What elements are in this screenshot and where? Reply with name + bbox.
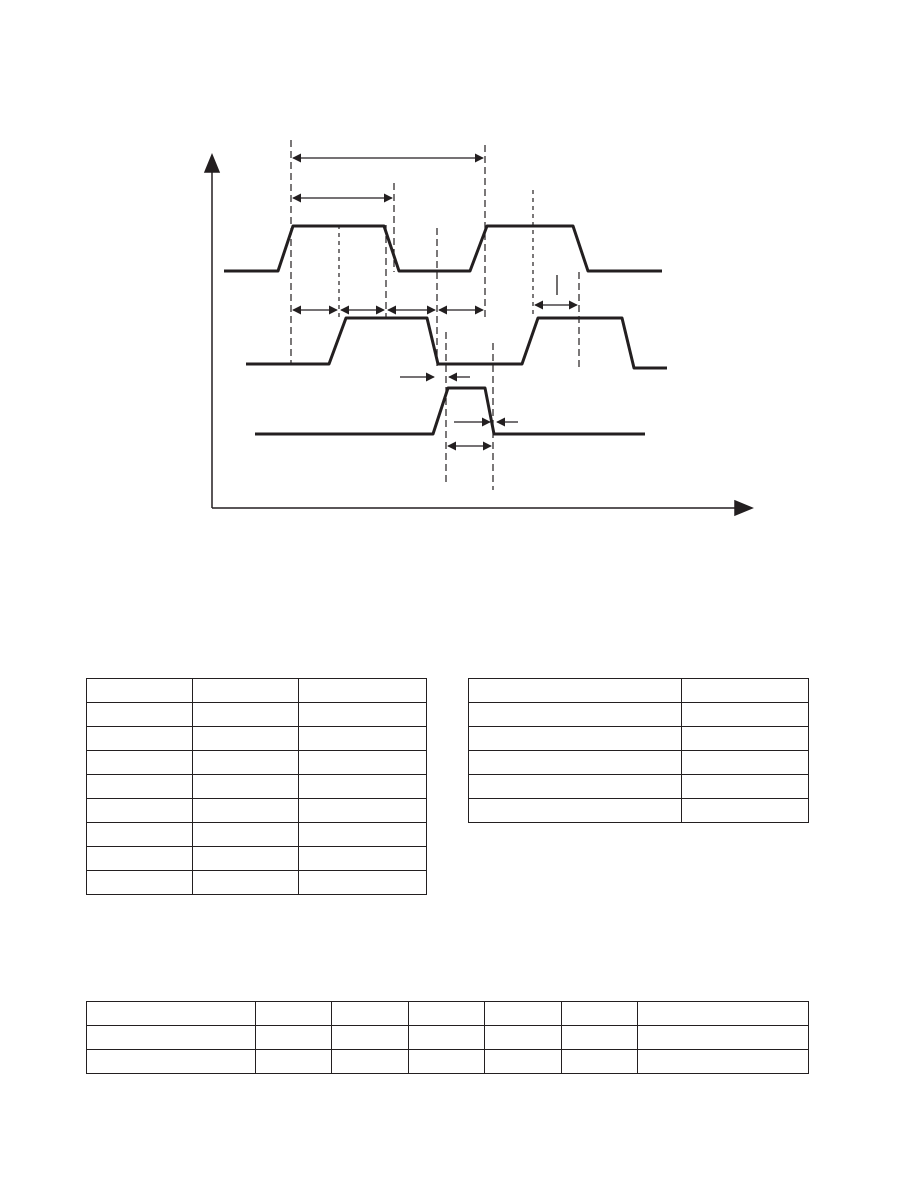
table-cell — [192, 870, 299, 895]
table-row — [86, 750, 427, 775]
table-cell — [86, 1001, 256, 1026]
table-cell — [468, 702, 682, 727]
table-cell — [468, 774, 682, 799]
reference-lines — [290, 140, 580, 490]
signal-waveform-3 — [255, 386, 645, 436]
table-cell — [86, 678, 193, 703]
table-row — [468, 750, 809, 775]
table-cell — [86, 846, 193, 871]
table-row — [86, 822, 427, 847]
table-cell — [86, 750, 193, 775]
table-right — [468, 678, 809, 823]
table-row — [86, 846, 427, 871]
table-cell — [86, 822, 193, 847]
signal-waveform-2 — [246, 316, 667, 370]
table-cell — [408, 1049, 485, 1074]
table-cell — [255, 1025, 332, 1050]
waveforms — [224, 224, 667, 436]
table-cell — [192, 822, 299, 847]
table-cell — [468, 678, 682, 703]
x-axis-arrow-icon — [734, 499, 754, 517]
table-cell — [298, 678, 427, 703]
table-cell — [255, 1049, 332, 1074]
table-cell — [86, 726, 193, 751]
table-cell — [192, 678, 299, 703]
table-cell — [192, 774, 299, 799]
axes — [203, 153, 754, 517]
table-cell — [86, 870, 193, 895]
table-cell — [331, 1001, 409, 1026]
table-row — [86, 774, 427, 799]
table-bottom — [86, 1001, 809, 1074]
table-cell — [86, 1025, 256, 1050]
table-cell — [468, 726, 682, 751]
table-cell — [298, 726, 427, 751]
table-cell — [192, 798, 299, 823]
table-row — [468, 774, 809, 799]
table-cell — [331, 1025, 409, 1050]
dimension-arrows — [292, 153, 578, 451]
table-cell — [484, 1049, 562, 1074]
table-cell — [681, 750, 809, 775]
table-cell — [637, 1001, 809, 1026]
table-cell — [561, 1049, 638, 1074]
table-cell — [408, 1025, 485, 1050]
table-cell — [331, 1049, 409, 1074]
table-row — [86, 1025, 809, 1050]
table-row — [86, 678, 427, 703]
table-cell — [681, 774, 809, 799]
table-row — [468, 702, 809, 727]
table-cell — [561, 1025, 638, 1050]
table-cell — [192, 750, 299, 775]
table-cell — [298, 774, 427, 799]
table-row — [86, 702, 427, 727]
table-row — [86, 870, 427, 895]
table-row — [86, 798, 427, 823]
table-cell — [484, 1025, 562, 1050]
table-cell — [86, 702, 193, 727]
timing-diagram — [203, 140, 754, 517]
table-cell — [255, 1001, 332, 1026]
table-cell — [298, 750, 427, 775]
table-cell — [86, 798, 193, 823]
table-cell — [468, 750, 682, 775]
table-cell — [637, 1049, 809, 1074]
table-row — [86, 726, 427, 751]
table-row — [86, 1001, 809, 1026]
table-cell — [681, 678, 809, 703]
y-axis-arrow-icon — [203, 153, 221, 173]
table-cell — [637, 1025, 809, 1050]
table-cell — [192, 846, 299, 871]
table-cell — [298, 798, 427, 823]
table-cell — [298, 822, 427, 847]
table-cell — [192, 702, 299, 727]
table-row — [468, 726, 809, 751]
table-row — [468, 678, 809, 703]
table-cell — [86, 1049, 256, 1074]
table-cell — [298, 846, 427, 871]
table-cell — [298, 702, 427, 727]
table-cell — [298, 870, 427, 895]
table-row — [86, 1049, 809, 1074]
table-cell — [86, 774, 193, 799]
table-cell — [681, 702, 809, 727]
table-cell — [192, 726, 299, 751]
table-cell — [681, 726, 809, 751]
table-cell — [468, 798, 682, 823]
table-left — [86, 678, 427, 895]
signal-waveform-1 — [224, 224, 662, 273]
table-row — [468, 798, 809, 823]
table-cell — [681, 798, 809, 823]
table-cell — [561, 1001, 638, 1026]
table-cell — [408, 1001, 485, 1026]
table-cell — [484, 1001, 562, 1026]
